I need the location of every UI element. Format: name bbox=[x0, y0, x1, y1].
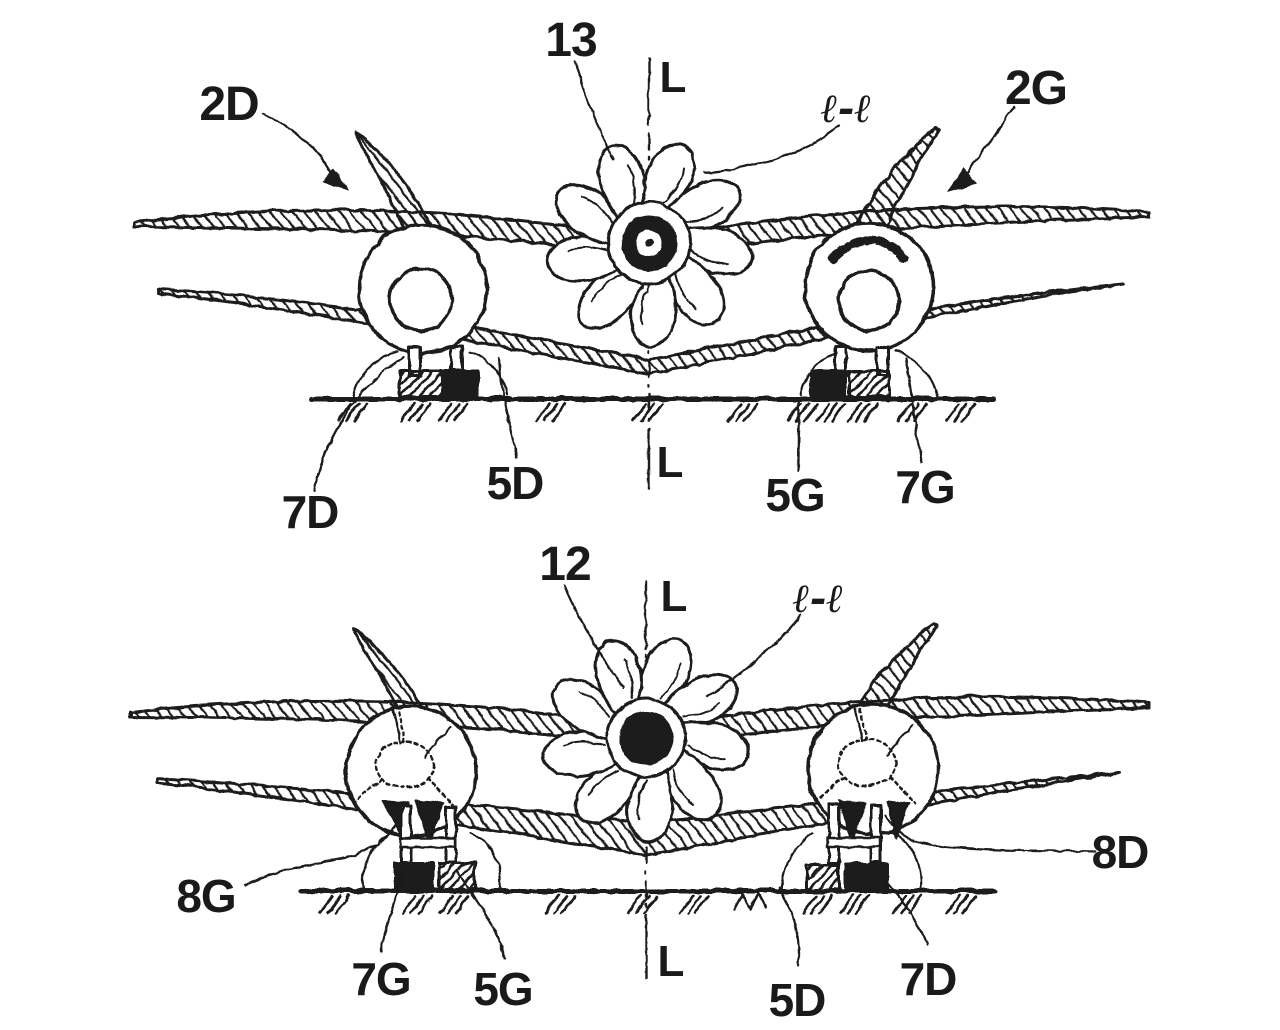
arrowhead-2g bbox=[947, 166, 976, 192]
label-center-engine: 13 bbox=[545, 14, 596, 67]
figure-bottom-labels: 12 L ℓ-ℓ 8G 8D 7G 5G L 5D 7D bbox=[176, 538, 1149, 1026]
wing-upper-band bbox=[131, 204, 1150, 258]
wing-lower-band bbox=[155, 281, 1124, 375]
label-gear-left-wheels: 5D bbox=[487, 457, 544, 509]
label-center-engine: 12 bbox=[539, 538, 590, 591]
figure-top-labels: 2D 13 L ℓ-ℓ 2G 7D 5D L 5G 7G bbox=[199, 14, 1068, 538]
landing-gear-right bbox=[778, 799, 922, 892]
label-axis-bottom: L bbox=[658, 937, 685, 986]
label-engine-right: 8D bbox=[1092, 826, 1149, 878]
label-gear-right-fairing: 7G bbox=[895, 461, 954, 513]
label-gear-right-strut: 7D bbox=[900, 953, 957, 1005]
engine-nacelle-left bbox=[356, 222, 488, 354]
ground-line bbox=[307, 395, 995, 422]
leader-lines bbox=[242, 583, 1096, 966]
ground-line bbox=[297, 887, 996, 914]
label-axis-top: L bbox=[660, 53, 687, 102]
landing-gear-left bbox=[350, 344, 508, 398]
center-engine-fan bbox=[536, 632, 750, 846]
label-engine-left: 8G bbox=[176, 870, 235, 922]
label-gear-right-wheels: 5G bbox=[765, 469, 824, 521]
label-gear-left-fairing: 7D bbox=[282, 486, 339, 538]
leader-lines bbox=[260, 58, 1016, 492]
label-wingtip-right: 2G bbox=[1005, 62, 1067, 115]
ground-squiggle bbox=[731, 891, 766, 910]
engine-nacelle-right bbox=[802, 220, 934, 352]
figure-bottom: 12 L ℓ-ℓ 8G 8D 7G 5G L 5D 7D bbox=[128, 538, 1150, 1026]
label-axis-bottom: L bbox=[657, 438, 684, 487]
center-engine-fan bbox=[539, 137, 753, 351]
figure-top: 2D 13 L ℓ-ℓ 2G 7D 5D L 5G 7G bbox=[131, 14, 1150, 538]
landing-gear-right bbox=[798, 344, 938, 398]
label-gear-left-strut: 7G bbox=[351, 953, 410, 1005]
label-gear-right-wheels: 5D bbox=[769, 974, 826, 1026]
label-section-line: ℓ-ℓ bbox=[821, 85, 872, 132]
label-wingtip-left: 2D bbox=[199, 78, 258, 131]
label-section-line: ℓ-ℓ bbox=[793, 575, 844, 622]
label-gear-left-wheels: 5G bbox=[473, 963, 532, 1015]
label-axis-top: L bbox=[661, 572, 688, 621]
arrowhead-2d bbox=[321, 167, 349, 191]
